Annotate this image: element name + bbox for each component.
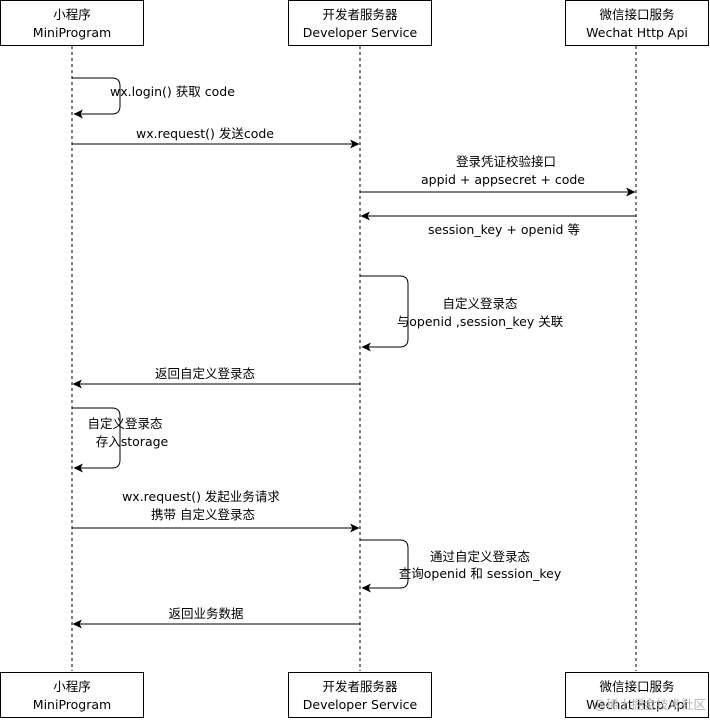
message-label-line-1: wx.request() 发起业务请求 [122, 489, 280, 504]
participant-subtitle: Wechat Http Api [586, 25, 688, 40]
message-label-line-1: 自定义登录态 [87, 416, 162, 431]
participant-top-wechat-api: 微信接口服务 Wechat Http Api [565, 0, 709, 46]
participant-name: 微信接口服务 [599, 7, 674, 22]
participant-bottom-developer-service: 开发者服务器 Developer Service [288, 672, 432, 718]
participant-top-developer-service: 开发者服务器 Developer Service [288, 0, 432, 46]
message-label: 返回业务数据 [168, 606, 243, 621]
watermark: @稀土掘金技术社区 [593, 697, 706, 712]
participant-subtitle: Wechat Http Api [586, 697, 688, 712]
message-business-request: wx.request() 发起业务请求 携带 自定义登录态 [72, 489, 360, 533]
message-code2session: 登录凭证校验接口 appid + appsecret + code [360, 154, 636, 197]
participant-subtitle: Developer Service [303, 25, 418, 40]
participant-name: 小程序 [53, 679, 91, 694]
participant-name: 开发者服务器 [322, 679, 398, 694]
message-label-line-2: appid + appsecret + code [421, 172, 585, 187]
participant-name: 微信接口服务 [599, 679, 674, 694]
message-custom-login-state: 自定义登录态 与openid ,session_key 关联 [360, 275, 564, 352]
message-wx-login: wx.login() 获取 code [72, 77, 235, 119]
message-return-login-state: 返回自定义登录态 [72, 366, 360, 389]
participant-subtitle: MiniProgram [33, 697, 111, 712]
participant-name: 开发者服务器 [322, 7, 398, 22]
message-label: 返回自定义登录态 [155, 366, 255, 381]
message-label: wx.login() 获取 code [110, 84, 235, 99]
message-label-line-1: 自定义登录态 [442, 296, 517, 311]
message-store-storage: 自定义登录态 存入storage [72, 407, 169, 473]
message-label-line-2: 查询openid 和 session_key [399, 566, 562, 581]
message-send-code: wx.request() 发送code [72, 126, 360, 149]
message-label: session_key + openid 等 [428, 222, 580, 237]
participant-top-miniprogram: 小程序 MiniProgram [0, 0, 144, 46]
participant-name: 小程序 [53, 7, 91, 22]
participant-bottom-miniprogram: 小程序 MiniProgram [0, 672, 144, 718]
message-label-line-2: 与openid ,session_key 关联 [397, 314, 564, 329]
participant-bottom-wechat-api: 微信接口服务 Wechat Http Api [565, 672, 709, 718]
message-label: wx.request() 发送code [136, 126, 274, 141]
message-session-key-response: session_key + openid 等 [360, 211, 636, 237]
message-label-line-1: 登录凭证校验接口 [456, 154, 556, 169]
participant-subtitle: Developer Service [303, 697, 418, 712]
message-label-line-2: 存入storage [96, 434, 169, 449]
message-query-openid: 通过自定义登录态 查询openid 和 session_key [360, 539, 562, 593]
message-label-line-2: 携带 自定义登录态 [151, 507, 255, 522]
message-return-business-data: 返回业务数据 [72, 606, 360, 629]
message-label-line-1: 通过自定义登录态 [430, 549, 530, 564]
participant-subtitle: MiniProgram [33, 25, 111, 40]
